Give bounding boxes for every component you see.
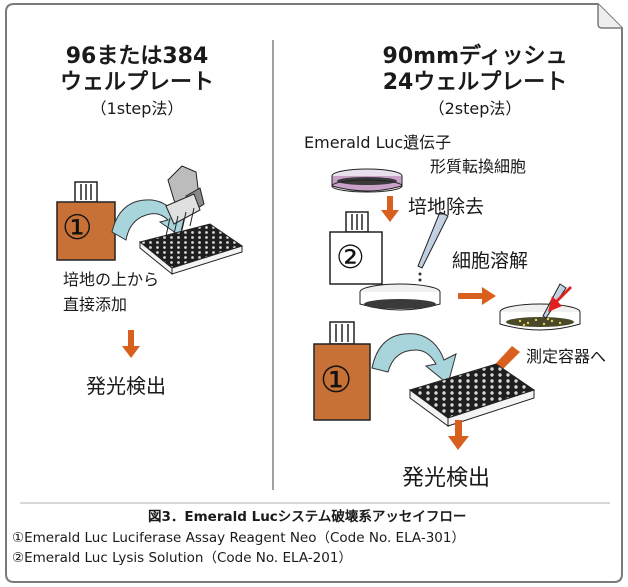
right-title-line1: 90mmディッシュ: [382, 44, 568, 69]
multiwell-plate-icon: [138, 223, 244, 276]
down-arrow-icon: [122, 330, 140, 358]
petri-dish-cells-icon: [331, 168, 403, 193]
reagent-number-label: ①: [62, 208, 93, 248]
left-title-line1: 96または384: [65, 44, 209, 69]
step-lysis: 細胞溶解: [452, 250, 529, 272]
right-method-label: （2step法）: [428, 99, 522, 118]
step-transfer: 測定容器へ: [526, 347, 607, 366]
down-arrow-icon: [448, 420, 469, 450]
left-title-line2: ウェルプレート: [59, 70, 214, 95]
left-result-label: 発光検出: [86, 374, 166, 398]
outer-frame: [5, 3, 623, 583]
lysis-dish-icon: [359, 283, 441, 311]
cells-label-line1: Emerald Luc遺伝子: [304, 133, 452, 152]
reagent-bottle-icon: [313, 321, 371, 421]
step-remove-medium: 培地除去: [408, 196, 485, 218]
multichannel-pipette-icon: [165, 165, 205, 237]
left-instruction-line1: 培地の上から: [63, 270, 160, 289]
multiwell-plate-icon: [408, 363, 536, 427]
left-method-label: （1step法）: [90, 99, 184, 118]
figure-caption: 図3．Emerald Lucシステム破壊系アッセイフロー: [148, 509, 467, 525]
folded-corner: [597, 4, 622, 29]
reagent-note-1: ①Emerald Luc Luciferase Assay Reagent Ne…: [12, 530, 465, 546]
pipette-tip-icon: [417, 211, 449, 269]
down-arrow-icon: [381, 196, 399, 222]
right-arrow-icon: [458, 287, 496, 305]
right-title-line2: 24ウェルプレート: [382, 70, 568, 95]
right-result-label: 発光検出: [402, 466, 491, 491]
lysis-reagent-number: ②: [336, 238, 365, 276]
transfer-arrow-icon: [548, 286, 572, 312]
reagent-number-label: ①: [320, 360, 353, 401]
cells-label-line2: 形質転換細胞: [430, 157, 527, 176]
reagent-note-2: ②Emerald Luc Lysis Solution（Code No. ELA…: [12, 550, 352, 566]
measurement-vessel-icon: [499, 303, 581, 331]
lysis-bottle-icon: [329, 211, 383, 285]
left-instruction-line2: 直接添加: [63, 295, 128, 314]
